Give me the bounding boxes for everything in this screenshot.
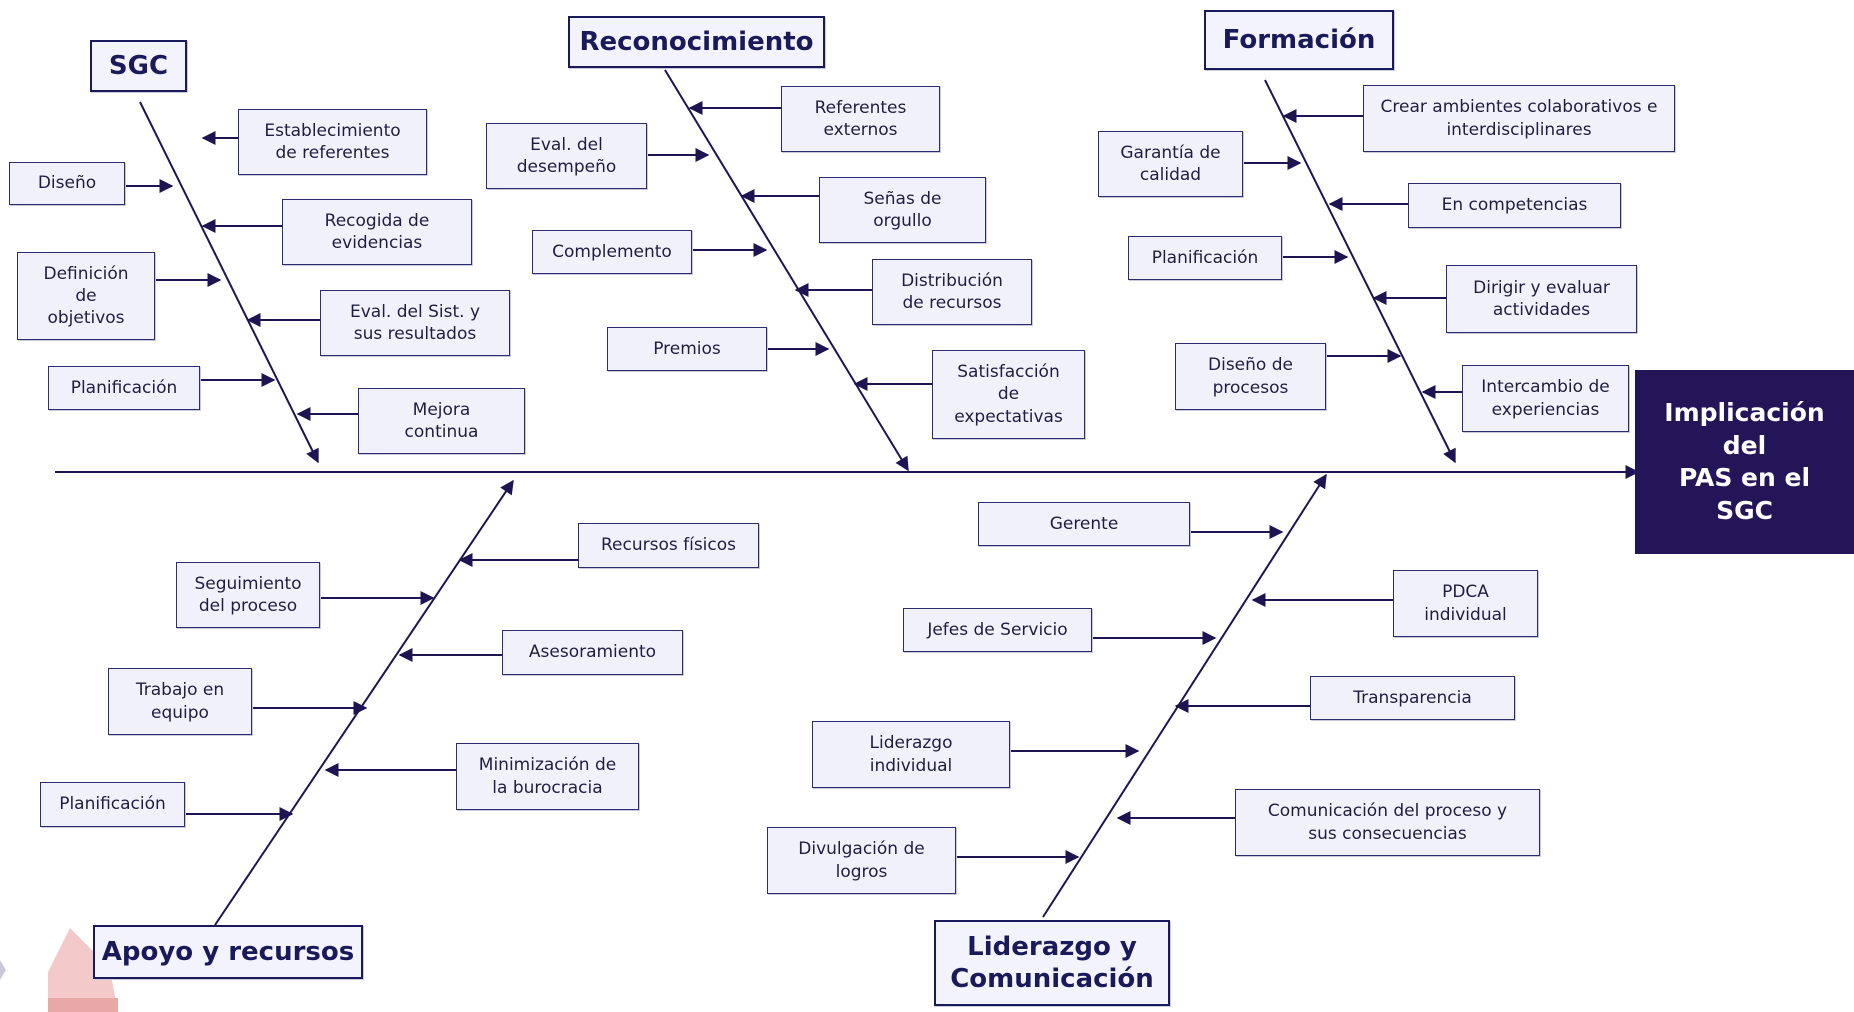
cause-definicion-objetivos: Definición de objetivos <box>17 252 155 340</box>
cause-asesoramiento: Asesoramiento <box>502 630 683 675</box>
cause-seguimiento-proceso: Seguimiento del proceso <box>176 562 320 628</box>
cause-divulgacion-logros: Divulgación de logros <box>767 827 956 894</box>
cause-intercambio-experiencias: Intercambio de experiencias <box>1462 365 1629 432</box>
cause-pdca-individual: PDCA individual <box>1393 570 1538 637</box>
category-formacion: Formación <box>1204 10 1394 70</box>
cause-diseno: Diseño <box>9 162 125 205</box>
effect-box: Implicación del PAS en el SGC <box>1635 370 1854 554</box>
cause-recursos-fisicos: Recursos físicos <box>578 523 759 568</box>
cause-gerente: Gerente <box>978 502 1190 546</box>
cause-trabajo-equipo: Trabajo en equipo <box>108 668 252 735</box>
cause-planificacion-formacion: Planificación <box>1128 236 1282 280</box>
cause-referentes-externos: Referentes externos <box>781 86 940 152</box>
cause-senas-orgullo: Señas de orgullo <box>819 177 986 243</box>
cause-complemento: Complemento <box>532 230 692 274</box>
cause-premios: Premios <box>607 327 767 371</box>
category-liderazgo-comunicacion: Liderazgo y Comunicación <box>934 920 1170 1006</box>
cause-satisfaccion-expectativas: Satisfacción de expectativas <box>932 350 1085 439</box>
cause-eval-sist-resultados: Eval. del Sist. y sus resultados <box>320 290 510 356</box>
category-sgc: SGC <box>90 40 187 92</box>
category-apoyo-recursos: Apoyo y recursos <box>93 925 363 979</box>
cause-mejora-continua: Mejora continua <box>358 388 525 454</box>
cause-distribucion-recursos: Distribución de recursos <box>872 259 1032 325</box>
cause-crear-ambientes: Crear ambientes colaborativos e interdis… <box>1363 85 1675 152</box>
cause-establecimiento-referentes: Establecimiento de referentes <box>238 109 427 175</box>
cause-jefes-servicio: Jefes de Servicio <box>903 608 1092 652</box>
cause-liderazgo-individual: Liderazgo individual <box>812 721 1010 788</box>
category-reconocimiento: Reconocimiento <box>568 16 825 68</box>
cause-garantia-calidad: Garantía de calidad <box>1098 131 1243 197</box>
bone-apoyo <box>214 479 514 926</box>
cause-comunicacion-proceso: Comunicación del proceso y sus consecuen… <box>1235 789 1540 856</box>
logo-decoration <box>0 928 118 1012</box>
bone-sgc <box>139 101 319 464</box>
bone-liderazgo <box>1042 473 1327 918</box>
bone-reconocimiento <box>664 69 909 472</box>
cause-diseno-procesos: Diseño de procesos <box>1175 343 1326 410</box>
cause-eval-desempeno: Eval. del desempeño <box>486 123 647 189</box>
cause-dirigir-evaluar: Dirigir y evaluar actividades <box>1446 265 1637 333</box>
cause-planificacion-apoyo: Planificación <box>40 782 185 827</box>
cause-planificacion: Planificación <box>48 366 200 410</box>
cause-recogida-evidencias: Recogida de evidencias <box>282 199 472 265</box>
cause-transparencia: Transparencia <box>1310 676 1515 720</box>
cause-en-competencias: En competencias <box>1408 183 1621 228</box>
cause-minimizacion-burocracia: Minimización de la burocracia <box>456 743 639 810</box>
